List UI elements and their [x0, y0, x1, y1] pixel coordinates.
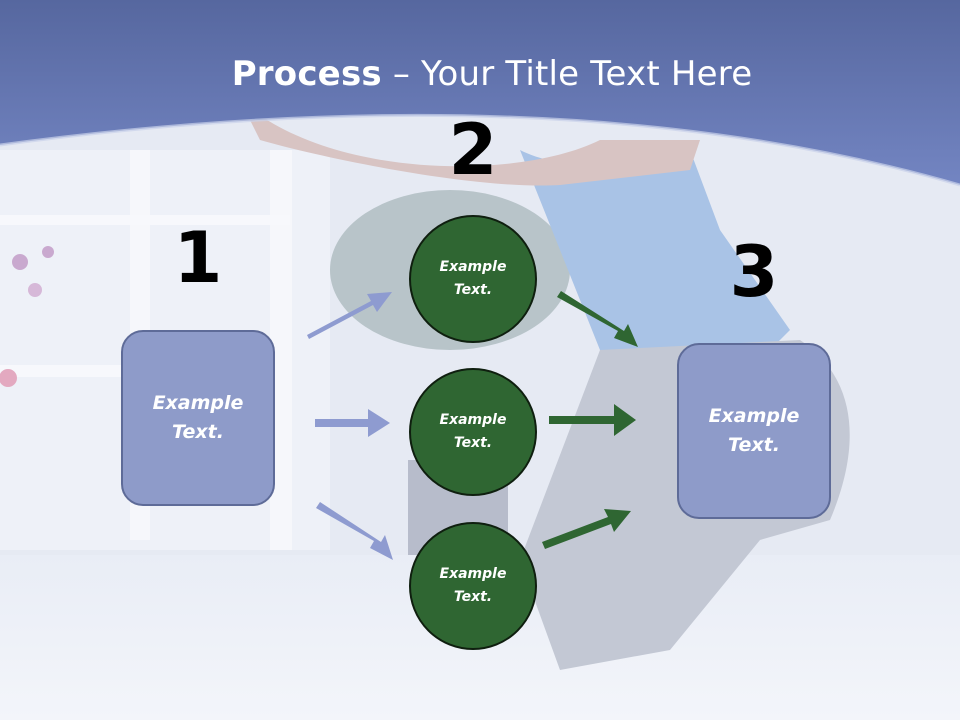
output-box-line1: Example	[708, 405, 800, 427]
arrow-box-to-middle-circle	[315, 409, 390, 437]
circle-bottom-line1: Example	[439, 566, 507, 582]
output-box: Example Text.	[677, 343, 831, 519]
input-box-line2: Text.	[172, 421, 224, 443]
arrow-middle-circle-to-box	[549, 404, 636, 436]
title-bold-part: Process	[231, 54, 382, 94]
circle-middle-line1: Example	[439, 412, 507, 428]
arrow-box-to-bottom-circle	[316, 502, 393, 560]
process-circle-middle: Example Text.	[409, 368, 537, 496]
process-circle-top: Example Text.	[409, 215, 537, 343]
circle-top-line1: Example	[439, 259, 507, 275]
process-circle-bottom: Example Text.	[409, 522, 537, 650]
input-box-line1: Example	[152, 392, 244, 414]
step-number-3: 3	[729, 231, 779, 313]
circle-top-line2: Text.	[453, 282, 493, 298]
step-number-2: 2	[448, 109, 498, 191]
output-box-line2: Text.	[728, 434, 780, 456]
step-number-1: 1	[173, 217, 223, 299]
title-rest: – Your Title Text Here	[381, 54, 753, 94]
circle-bottom-line2: Text.	[453, 589, 493, 605]
slide-title: Process – Your Title Text Here	[0, 50, 960, 98]
input-box: Example Text.	[121, 330, 275, 506]
arrow-box-to-top-circle	[307, 292, 392, 339]
arrow-bottom-circle-to-box	[542, 509, 631, 549]
arrow-top-circle-to-box	[557, 291, 638, 347]
circle-middle-line2: Text.	[453, 435, 493, 451]
